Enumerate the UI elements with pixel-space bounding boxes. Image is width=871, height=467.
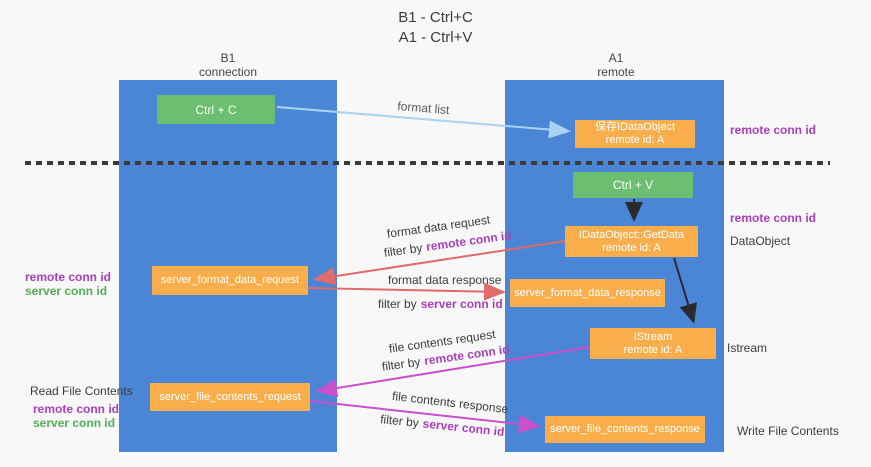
column-header-b1: B1 connection — [158, 51, 298, 79]
istream-title: IStream — [633, 330, 673, 343]
server-file-contents-request-box: server_file_contents_request — [150, 383, 310, 411]
title-line-2: A1 - Ctrl+V — [398, 29, 473, 46]
left-server-conn-id-bottom-label: server conn id — [33, 416, 116, 430]
column-header-b1-role: connection — [198, 65, 258, 79]
getdata-title: IDataObject::GetData — [578, 228, 685, 241]
save-idataobject-remote-id: remote id: A — [605, 134, 665, 146]
left-remote-conn-id-top-label: remote conn id — [25, 270, 112, 284]
ctrl-c-box: Ctrl + C — [157, 95, 275, 124]
ctrl-v-label: Ctrl + V — [612, 178, 654, 192]
right-remote-conn-id-mid-label: remote conn id — [730, 211, 817, 225]
save-idataobject-title: 保存IDataObject — [594, 121, 676, 133]
column-header-a1: A1 remote — [546, 51, 686, 79]
server-file-contents-response-box: server_file_contents_response — [545, 416, 705, 443]
server-file-contents-response-label: server_file_contents_response — [550, 423, 700, 435]
getdata-remote-id: remote id: A — [602, 241, 661, 254]
write-file-contents-label: Write File Contents — [737, 424, 839, 438]
diagram-title: B1 - Ctrl+C A1 - Ctrl+V — [0, 8, 871, 48]
column-header-b1-name: B1 — [220, 51, 236, 65]
title-line-1: B1 - Ctrl+C — [398, 9, 473, 26]
server-format-data-request-box: server_format_data_request — [152, 266, 308, 295]
filter-by-text: filter by — [378, 297, 417, 311]
server-conn-id-text: server conn id — [421, 416, 506, 439]
istream-side-label: Istream — [727, 341, 768, 355]
left-server-conn-id-top-label: server conn id — [25, 284, 108, 298]
column-header-a1-name: A1 — [608, 51, 624, 65]
column-header-a1-role: remote — [597, 65, 635, 79]
server-format-data-request-label: server_format_data_request — [160, 274, 300, 286]
server-file-contents-request-label: server_file_contents_request — [159, 390, 301, 403]
filter-by-text: filter by — [379, 412, 420, 430]
idataobject-getdata-box: IDataObject::GetData remote id: A — [565, 226, 698, 257]
file-contents-response-arrow-label: file contents response — [391, 389, 509, 417]
read-file-contents-label: Read File Contents — [30, 384, 133, 398]
format-data-response-arrow — [307, 282, 506, 301]
left-remote-conn-id-bottom-label: remote conn id — [33, 402, 120, 416]
server-format-data-response-box: server_format_data_response — [510, 279, 665, 307]
save-idataobject-box: 保存IDataObject remote id: A — [575, 120, 695, 148]
filter-by-text: filter by — [383, 240, 424, 260]
filter-by-text: filter by — [381, 354, 422, 374]
server-conn-id-text: server conn id — [420, 297, 503, 311]
ctrl-c-label: Ctrl + C — [195, 102, 237, 117]
dataobject-label: DataObject — [730, 234, 791, 248]
istream-box: IStream remote id: A — [590, 328, 716, 359]
server-format-data-response-label: server_format_data_response — [514, 286, 661, 299]
istream-remote-id: remote id: A — [623, 343, 683, 356]
right-remote-conn-id-top-label: remote conn id — [730, 123, 817, 137]
ctrl-v-box: Ctrl + V — [573, 172, 693, 198]
format-list-arrow-label: format list — [396, 99, 450, 118]
format-data-response-arrow-label: format data response — [388, 273, 502, 287]
